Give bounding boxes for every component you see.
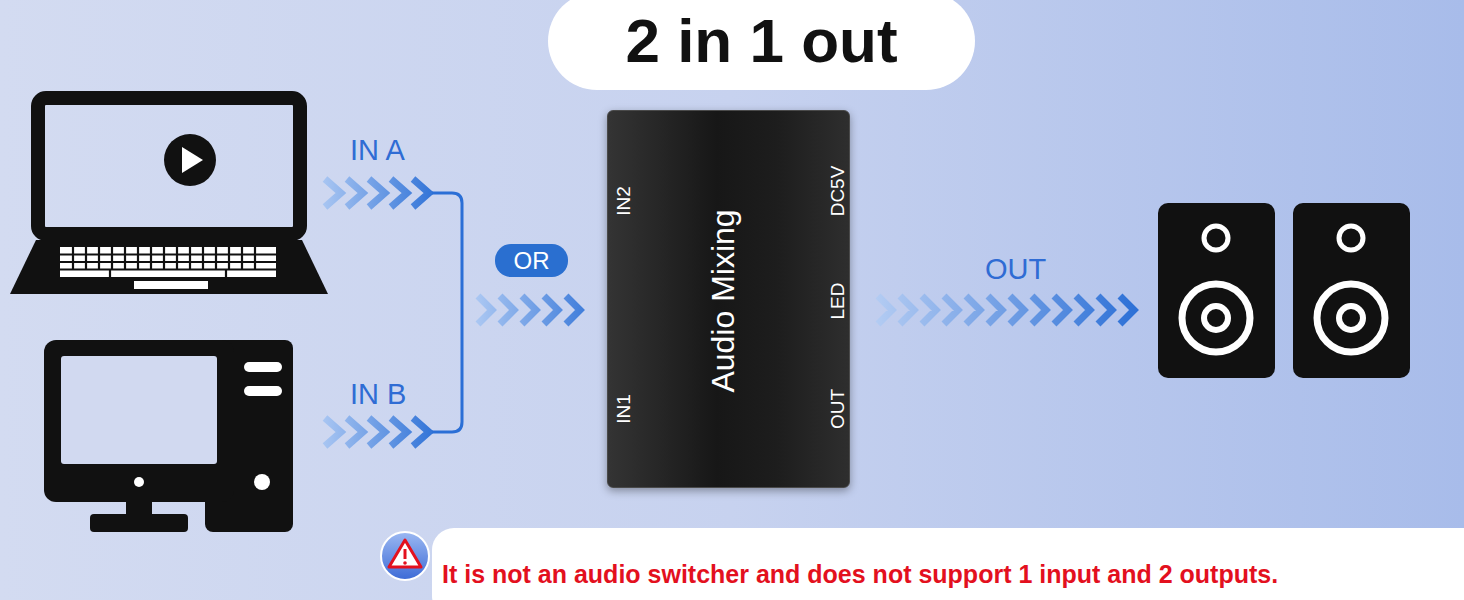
laptop-trackpad [134,281,208,289]
speaker-woofer [1317,284,1385,352]
warning-dot [403,561,407,565]
input-label: IN B [350,380,406,409]
port-label: OUT [828,389,847,429]
node-text: OR [495,244,568,277]
speaker-woofer [1182,284,1250,352]
play-button [164,134,216,186]
input-chevrons [325,418,429,446]
port-label: DC5V [828,166,847,217]
laptop-base [10,240,328,294]
port-label: LED [828,283,847,320]
monitor-neck [126,500,152,516]
desktop-icon [44,340,293,532]
merge-bracket [432,193,462,432]
speaker-cabinet [1158,203,1275,378]
connector-arrow [478,277,607,324]
warning-note: It is not an audio switcher and does not… [432,528,1464,600]
monitor-foot [90,514,188,532]
audio-mixer-box: Audio Mixing IN2IN1 DC5V LED OUT [607,110,850,488]
speaker-tweeter [1339,226,1363,250]
speaker-tweeter [1204,226,1228,250]
tower-slot [244,386,282,396]
monitor-screen [61,356,217,464]
speaker-icon [1158,203,1275,378]
input-chevrons [325,179,429,207]
warning-icon [381,532,429,580]
output-label: OUT [985,255,1046,284]
speaker-icon [1293,203,1410,378]
speaker-cone [1339,306,1363,330]
monitor-frame [44,340,234,502]
tower-button [254,474,270,490]
warning-badge [381,532,429,580]
node-text: It is not an audio switcher and does not… [442,559,1464,589]
play-triangle [182,147,203,173]
speaker-cone [1204,306,1228,330]
port-label: IN1 [614,394,633,424]
laptop-keyboard [60,247,276,277]
device-name: Audio Mixing [707,209,739,392]
laptop-screen [38,98,300,234]
input-label: IN A [350,136,405,165]
monitor-led [134,477,144,487]
tower-slot [244,362,282,372]
keyboard-keys [60,247,276,277]
speaker-cabinet [1293,203,1410,378]
or-badge: OR [495,244,568,277]
diagram-title: 2 in 1 out [548,0,975,90]
output-chevrons [878,296,1134,324]
laptop-icon [10,98,328,294]
warning-mark [404,549,407,559]
port-label: IN2 [614,186,633,216]
warning-triangle [389,540,421,567]
